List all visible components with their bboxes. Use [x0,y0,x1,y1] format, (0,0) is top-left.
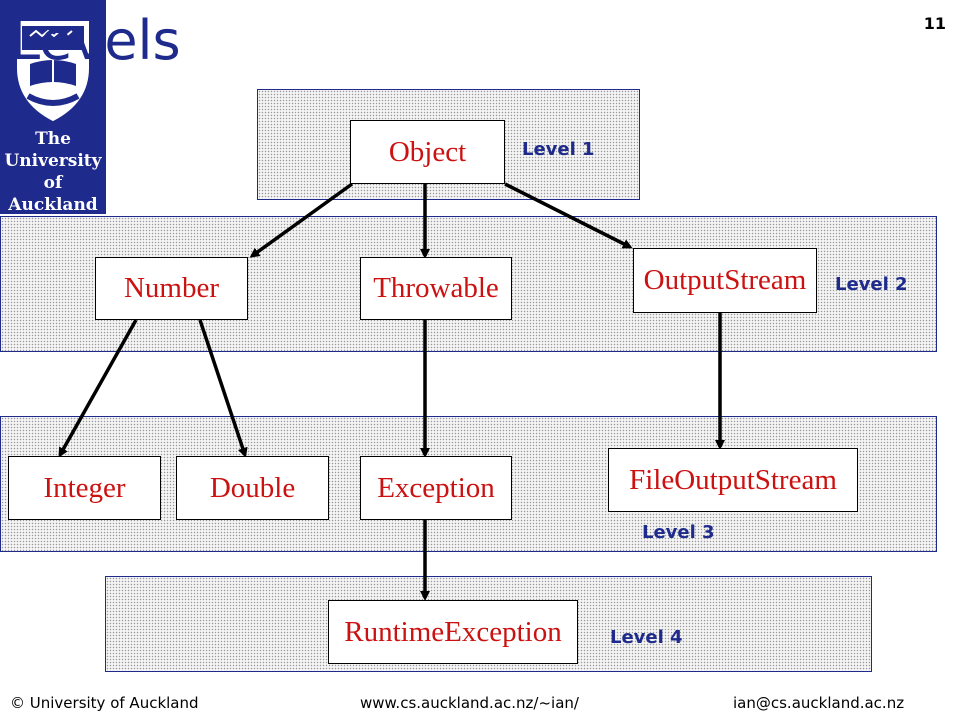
level-1-label: Level 1 [522,139,595,160]
class-number: Number [95,257,248,320]
footer-email: ian@cs.auckland.ac.nz [733,694,905,712]
logo-wordmark: The University of Auckland [4,129,102,215]
arrow-number-integer [58,319,138,458]
class-fileoutputstream: FileOutputStream [608,448,858,512]
level-4-label: Level 4 [610,627,683,648]
class-integer: Integer [8,456,161,520]
level-3-label: Level 3 [642,522,715,543]
arrow-object-outputstream [504,182,633,249]
crest-icon [17,21,89,122]
class-outputstream: OutputStream [633,248,817,313]
slide-number: 11 [923,14,946,33]
class-object: Object [350,120,505,184]
level-2-label: Level 2 [835,274,908,295]
class-runtimeexception: RuntimeException [328,600,578,664]
class-exception: Exception [360,456,512,520]
class-throwable: Throwable [360,257,512,320]
arrow-object-number [249,182,354,258]
class-double: Double [176,456,329,520]
arrow-number-double [198,319,248,458]
slide-title: Levels [10,9,181,72]
footer-website: www.cs.auckland.ac.nz/~ian/ [360,694,579,712]
footer-copyright: © University of Auckland [10,694,199,712]
university-logo: The University of Auckland [0,0,106,215]
